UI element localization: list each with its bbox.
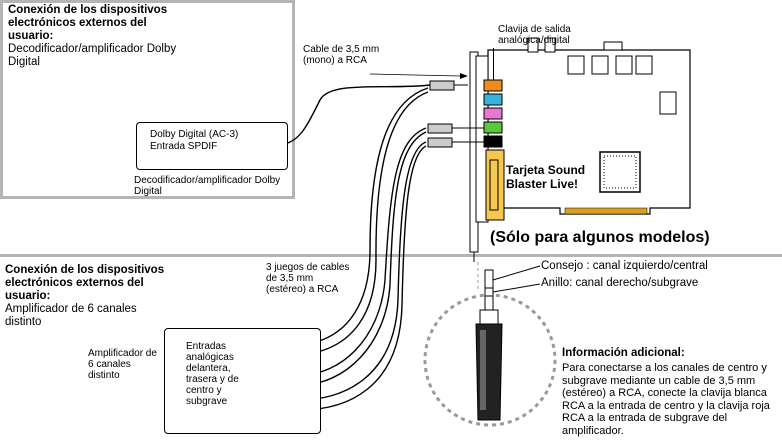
bottom-section-subtitle: Amplificador de 6 canales distinto [5, 303, 137, 328]
jack-label-leader [493, 48, 494, 80]
top-section-subtitle: Decodificador/amplificador Dolby Digital [8, 43, 177, 68]
card-plugs [427, 123, 484, 148]
stereo-cables [299, 87, 429, 411]
plug-tip-label: Consejo : canal izquierdo/central [541, 260, 708, 272]
stereo-plug-closeup [475, 265, 541, 421]
dolby-decoder-device [136, 122, 288, 170]
card-name: Tarjeta Sound Blaster Live! [506, 163, 586, 191]
stereo-cable-label: 3 juegos de cables de 3,5 mm (estéreo) a… [266, 262, 350, 295]
info-body: Para conectarse a los canales de centro … [562, 362, 770, 437]
amp-caption: Amplificador de 6 canales distinto [88, 348, 157, 381]
top-section-title: Conexión de los dispositivos electrónico… [8, 4, 168, 42]
decoder-input-spdif: Entrada SPDIF [150, 141, 218, 152]
sound-card [469, 37, 691, 262]
decoder-caption: Decodificador/amplificador Dolby Digital [134, 175, 281, 197]
top-section-frame [0, 0, 295, 199]
mono-cable-label: Cable de 3,5 mm (mono) a RCA [303, 44, 380, 66]
bottom-section-title: Conexión de los dispositivos electrónico… [5, 264, 165, 302]
models-note: (Sólo para algunos modelos) [490, 229, 710, 246]
amp-inputs-label: Entradas analógicas delantera, trasera y… [186, 341, 239, 407]
info-title: Información adicional: [562, 347, 685, 359]
plug-ring-label: Anillo: canal derecho/subgrave [541, 277, 699, 289]
output-jack-label: Clavija de salida analógica/digital [498, 24, 571, 46]
six-channel-amplifier [164, 328, 321, 434]
decoder-input-ac3: Dolby Digital (AC-3) [150, 129, 239, 140]
